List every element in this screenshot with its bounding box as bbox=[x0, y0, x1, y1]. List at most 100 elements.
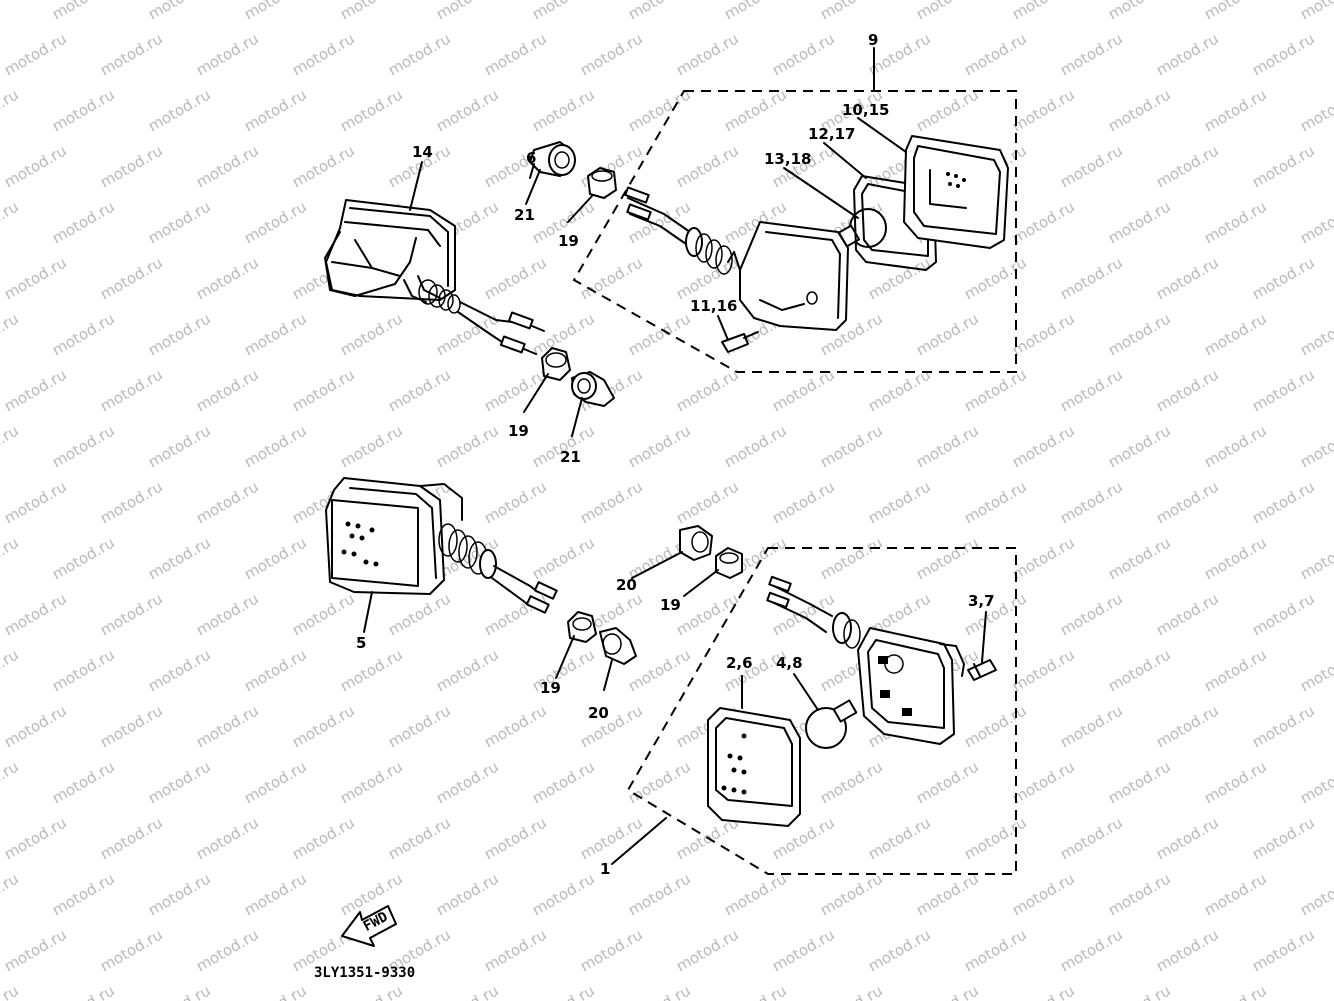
watermark-text: motod.ru bbox=[1153, 477, 1222, 527]
watermark-text: motod.ru bbox=[577, 29, 646, 79]
callout-2-6: 2,6 bbox=[726, 654, 753, 672]
watermark-text: motod.ru bbox=[1057, 29, 1126, 79]
callout-10-15: 10,15 bbox=[842, 101, 889, 119]
watermark-text: motod.ru bbox=[97, 365, 166, 415]
watermark-text: motod.ru bbox=[97, 29, 166, 79]
watermark-text: motod.ru bbox=[1297, 85, 1334, 135]
watermark-text: motod.ru bbox=[529, 757, 598, 807]
watermark-text: motod.ru bbox=[241, 757, 310, 807]
watermark-text: motod.ru bbox=[1297, 757, 1334, 807]
watermark-text: motod.ru bbox=[673, 589, 742, 639]
watermark-text: motod.ru bbox=[1153, 589, 1222, 639]
watermark-text: motod.ru bbox=[1057, 813, 1126, 863]
watermark-text: motod.ru bbox=[1009, 0, 1078, 23]
watermark-text: motod.ru bbox=[1201, 197, 1270, 247]
watermark-text: motod.ru bbox=[1105, 421, 1174, 471]
watermark-text: motod.ru bbox=[1153, 29, 1222, 79]
watermark-text: motod.ru bbox=[1057, 477, 1126, 527]
watermark-text: motod.ru bbox=[433, 645, 502, 695]
callout-19-mid: 19 bbox=[508, 422, 529, 440]
watermark-text: motod.ru bbox=[1201, 757, 1270, 807]
watermark-text: motod.ru bbox=[241, 981, 310, 1001]
watermark-text: motod.ru bbox=[97, 925, 166, 975]
watermark-text: motod.ru bbox=[1009, 309, 1078, 359]
watermark-text: motod.ru bbox=[433, 757, 502, 807]
watermark-text: motod.ru bbox=[721, 421, 790, 471]
watermark-text: motod.ru bbox=[1201, 533, 1270, 583]
watermark-text: motod.ru bbox=[49, 757, 118, 807]
callout-5: 5 bbox=[356, 634, 366, 652]
watermark-text: motod.ru bbox=[1297, 309, 1334, 359]
watermark-text: motod.ru bbox=[625, 197, 694, 247]
watermark-text: motod.ru bbox=[1201, 0, 1270, 23]
watermark-text: motod.ru bbox=[577, 813, 646, 863]
watermark-text: motod.ru bbox=[337, 421, 406, 471]
watermark-text: motod.ru bbox=[1009, 869, 1078, 919]
watermark-text: motod.ru bbox=[1057, 589, 1126, 639]
watermark-text: motod.ru bbox=[961, 253, 1030, 303]
watermark-text: motod.ru bbox=[673, 925, 742, 975]
watermark-text: motod.ru bbox=[481, 29, 550, 79]
callout-20-upper: 20 bbox=[616, 576, 637, 594]
watermark-text: motod.ru bbox=[1105, 533, 1174, 583]
watermark-text: motod.ru bbox=[1057, 925, 1126, 975]
watermark-text: motod.ru bbox=[145, 0, 214, 23]
watermark-text: motod.ru bbox=[481, 701, 550, 751]
watermark-text: motod.ru bbox=[721, 869, 790, 919]
watermark-text: motod.ru bbox=[385, 365, 454, 415]
watermark-text: motod.ru bbox=[385, 29, 454, 79]
watermark-text: motod.ru bbox=[241, 645, 310, 695]
watermark-text: motod.ru bbox=[1297, 869, 1334, 919]
watermark-text: motod.ru bbox=[0, 309, 22, 359]
watermark-text: motod.ru bbox=[961, 701, 1030, 751]
watermark-text: motod.ru bbox=[97, 813, 166, 863]
watermark-text: motod.ru bbox=[241, 533, 310, 583]
watermark-text: motod.ru bbox=[385, 813, 454, 863]
watermark-text: motod.ru bbox=[913, 981, 982, 1001]
watermark-text: motod.ru bbox=[337, 309, 406, 359]
turn-signal-assembly-9 bbox=[624, 135, 1009, 353]
watermark-text: motod.ru bbox=[433, 981, 502, 1001]
grommet-20-lower bbox=[599, 627, 637, 665]
callout-9: 9 bbox=[868, 31, 878, 49]
watermark-text: motod.ru bbox=[97, 701, 166, 751]
callout-19-lowerleft: 19 bbox=[540, 679, 561, 697]
watermark-text: motod.ru bbox=[1297, 0, 1334, 23]
watermark-text: motod.ru bbox=[1057, 141, 1126, 191]
watermark-text: motod.ru bbox=[1009, 981, 1078, 1001]
watermark-text: motod.ru bbox=[1297, 981, 1334, 1001]
watermark-text: motod.ru bbox=[1201, 645, 1270, 695]
watermark-text: motod.ru bbox=[241, 0, 310, 23]
watermark-text: motod.ru bbox=[913, 869, 982, 919]
turn-signal-assembly-1 bbox=[707, 575, 997, 827]
callout-19-upper: 19 bbox=[558, 232, 579, 250]
nut-19-mid bbox=[541, 347, 571, 381]
watermark-text: motod.ru bbox=[673, 365, 742, 415]
callout-11-16: 11,16 bbox=[690, 297, 737, 315]
callout-21-upper: 21 bbox=[514, 206, 535, 224]
watermark-text: motod.ru bbox=[1297, 421, 1334, 471]
watermark-text: motod.ru bbox=[1201, 981, 1270, 1001]
callout-20-lower: 20 bbox=[588, 704, 609, 722]
watermark-text: motod.ru bbox=[625, 309, 694, 359]
watermark-text: motod.ru bbox=[1297, 197, 1334, 247]
watermark-text: motod.ru bbox=[1249, 253, 1318, 303]
watermark-text: motod.ru bbox=[1201, 309, 1270, 359]
watermark-text: motod.ru bbox=[1201, 869, 1270, 919]
watermark-text: motod.ru bbox=[529, 0, 598, 23]
watermark-text: motod.ru bbox=[193, 253, 262, 303]
watermark-text: motod.ru bbox=[1105, 869, 1174, 919]
watermark-text: motod.ru bbox=[769, 29, 838, 79]
watermark-text: motod.ru bbox=[625, 421, 694, 471]
watermark-text: motod.ru bbox=[1153, 813, 1222, 863]
watermark-text: motod.ru bbox=[193, 29, 262, 79]
watermark-text: motod.ru bbox=[1057, 365, 1126, 415]
watermark-text: motod.ru bbox=[97, 477, 166, 527]
watermark-text: motod.ru bbox=[721, 85, 790, 135]
watermark-text: motod.ru bbox=[193, 925, 262, 975]
grommet-21-mid bbox=[571, 371, 615, 407]
watermark-text: motod.ru bbox=[817, 0, 886, 23]
watermark-text: motod.ru bbox=[961, 925, 1030, 975]
watermark-text: motod.ru bbox=[241, 869, 310, 919]
watermark-text: motod.ru bbox=[337, 645, 406, 695]
